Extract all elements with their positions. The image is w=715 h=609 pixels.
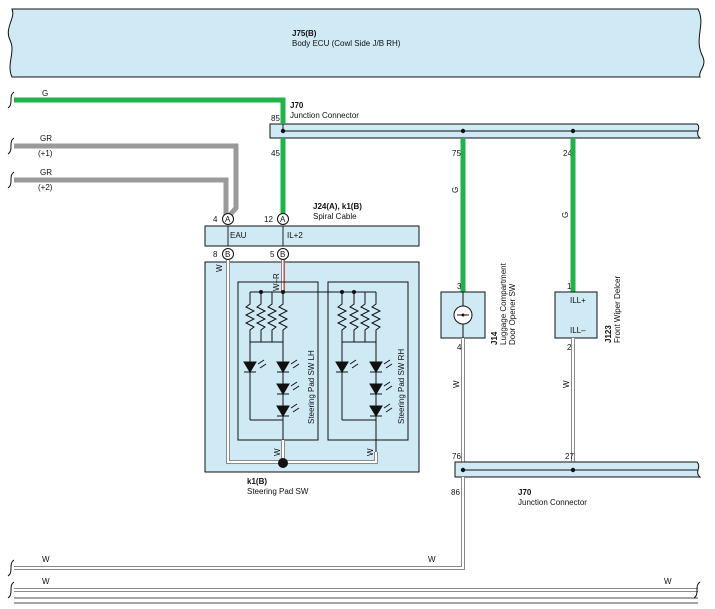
wire-w-bottom1-label: W	[42, 555, 50, 564]
lh-resistors	[244, 292, 289, 343]
steering-pad-name: Steering Pad SW	[247, 487, 309, 496]
wire-w-lh-label: W	[273, 448, 282, 456]
wire-g-label: G	[42, 89, 48, 98]
wire-g-wiper-label: G	[561, 212, 570, 218]
wire-w-rh-label: W	[366, 448, 375, 456]
spiral-conn-b-2: B	[280, 250, 285, 259]
luggage-sw-name-2: Door Opener SW	[508, 283, 517, 345]
wire-gr-2	[14, 177, 229, 216]
wire-w-wiper-label: W	[562, 380, 571, 388]
wiper-pin-2: 2	[567, 343, 572, 352]
body-ecu-code: J75(B)	[292, 29, 317, 38]
wiper-delcer-code: J123	[604, 325, 613, 343]
junction-top-code: J70	[290, 101, 304, 110]
wire-g-top	[14, 97, 286, 124]
wiper-pin-1: 1	[567, 282, 572, 291]
wire-gr2-ref: (+2)	[38, 183, 53, 192]
junction-top-pin-24: 24	[563, 149, 572, 158]
junction-bottom-code: J70	[518, 488, 532, 497]
spiral-pin-label-eau: EAU	[230, 231, 247, 240]
spiral-cable-name: Spiral Cable	[313, 212, 357, 221]
wiper-pin-label-ill-minus: ILL–	[570, 326, 586, 335]
steering-pad-box	[204, 261, 420, 473]
steering-pad-code: k1(B)	[247, 477, 267, 486]
wire-g-luggage-label: G	[451, 187, 460, 193]
wire-w-j70-out	[14, 477, 465, 570]
junction-bottom-pin-27: 27	[565, 452, 574, 461]
junction-bottom-name: Junction Connector	[518, 498, 587, 507]
luggage-sw-name-1: Luggage Compartment	[499, 262, 508, 345]
wiper-delcer-box	[554, 291, 598, 339]
spiral-pin-4: 4	[213, 215, 218, 224]
spiral-cable-box	[204, 225, 420, 247]
wire-w-luggage-label: W	[452, 380, 461, 388]
wire-w-bottom1-label-2: W	[428, 555, 436, 564]
junction-bottom-pin-76: 76	[452, 452, 461, 461]
junction-bottom-pin-86: 86	[451, 488, 460, 497]
luggage-pin-3: 3	[457, 282, 462, 291]
wire-gr1-label: GR	[40, 134, 52, 143]
rh-leds	[335, 342, 393, 452]
lh-leds	[243, 342, 300, 452]
spiral-conn-a-1: A	[225, 215, 231, 224]
spiral-pin-12: 12	[264, 215, 273, 224]
luggage-sw-code: J14	[490, 331, 499, 345]
spiral-conn-b-1: B	[225, 250, 230, 259]
wire-gr2-label: GR	[40, 168, 52, 177]
spiral-cable-code: J24(A), k1(B)	[313, 202, 362, 211]
junction-top-pin-85: 85	[271, 114, 280, 123]
junction-connector-bottom	[454, 461, 702, 478]
junction-top-name: Junction Connector	[290, 111, 359, 120]
rh-resistors	[336, 292, 382, 343]
steering-pad-rh-label: Steering Pad SW RH	[397, 349, 406, 424]
body-ecu-box	[7, 8, 705, 78]
wire-gr1-ref: (+1)	[38, 149, 53, 158]
body-ecu-name: Body ECU (Cowl Side J/B RH)	[292, 39, 401, 48]
spiral-pin-8: 8	[213, 250, 218, 259]
wire-gr-1	[14, 143, 239, 218]
steering-pad-lh-label: Steering Pad SW LH	[307, 350, 316, 424]
wire-w-bottom2-label-2: W	[664, 577, 672, 586]
luggage-pin-4: 4	[457, 343, 462, 352]
spiral-pin-5: 5	[270, 250, 275, 259]
spiral-conn-a-2: A	[280, 215, 286, 224]
junction-top-pin-45: 45	[271, 149, 280, 158]
wiper-pin-label-ill-plus: ILL+	[570, 296, 586, 305]
ground-splice	[278, 458, 288, 468]
wire-w-bottom2-label: W	[42, 577, 50, 586]
junction-top-pin-75: 75	[452, 149, 461, 158]
wire-w-inside-label: W	[215, 264, 224, 272]
wiper-delcer-name: Front Wiper Delcer	[613, 276, 622, 343]
spiral-pin-label-il2: IL+2	[287, 231, 303, 240]
steering-pad-rh-box	[327, 281, 409, 441]
steering-pad-lh-box	[237, 281, 319, 441]
